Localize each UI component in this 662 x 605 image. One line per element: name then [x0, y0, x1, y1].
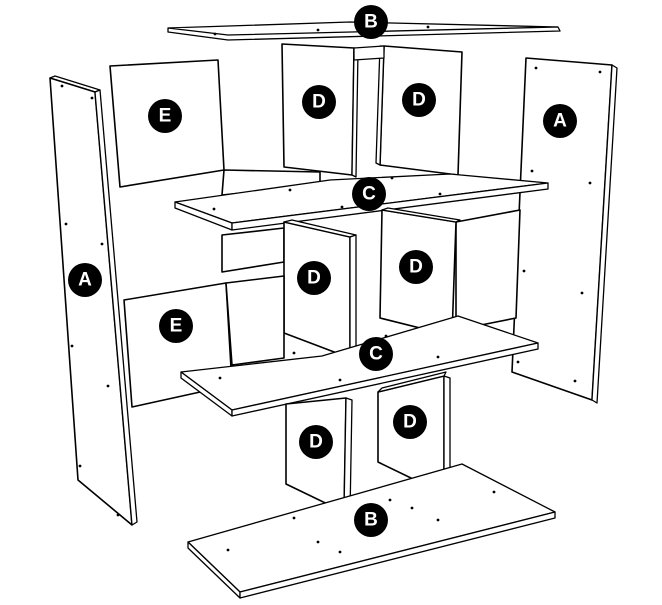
- badge-e-upper: E: [148, 99, 182, 133]
- badge-c-lower: C: [359, 337, 393, 371]
- badge-a-right-label: A: [553, 111, 567, 132]
- badge-d-upper-right-label: D: [412, 90, 426, 111]
- badge-a-left-label: A: [78, 270, 92, 291]
- badge-d-lower-right-label: D: [403, 412, 417, 433]
- badge-e-upper-label: E: [159, 106, 172, 127]
- badge-d-lower-left: D: [299, 425, 333, 459]
- badge-d-middle-left: D: [297, 261, 331, 295]
- badge-d-lower-right: D: [393, 405, 427, 439]
- badge-b-bottom-label: B: [364, 510, 378, 531]
- badge-d-upper-left-label: D: [312, 92, 326, 113]
- badge-c-upper-label: C: [362, 184, 376, 205]
- left-side-panel: [49, 75, 138, 526]
- badge-d-middle-left-label: D: [307, 268, 321, 289]
- badge-e-lower-label: E: [170, 316, 183, 337]
- badge-c-lower-label: C: [369, 344, 383, 365]
- badge-a-left: A: [68, 263, 102, 297]
- badge-b-top-label: B: [364, 12, 378, 33]
- badge-c-upper: C: [352, 177, 386, 211]
- lower-shelf: [180, 315, 539, 417]
- middle-back-strip: [221, 209, 521, 331]
- badge-d-middle-right: D: [399, 250, 433, 284]
- badge-a-right: A: [543, 104, 577, 138]
- badge-d-middle-right-label: D: [409, 257, 423, 278]
- badge-e-lower: E: [159, 309, 193, 343]
- badge-d-lower-left-label: D: [309, 432, 323, 453]
- badge-d-upper-right: D: [402, 83, 436, 117]
- right-side-panel: [511, 57, 618, 404]
- badge-b-bottom: B: [354, 503, 388, 537]
- badge-d-upper-left: D: [302, 85, 336, 119]
- badge-b-top: B: [354, 5, 388, 39]
